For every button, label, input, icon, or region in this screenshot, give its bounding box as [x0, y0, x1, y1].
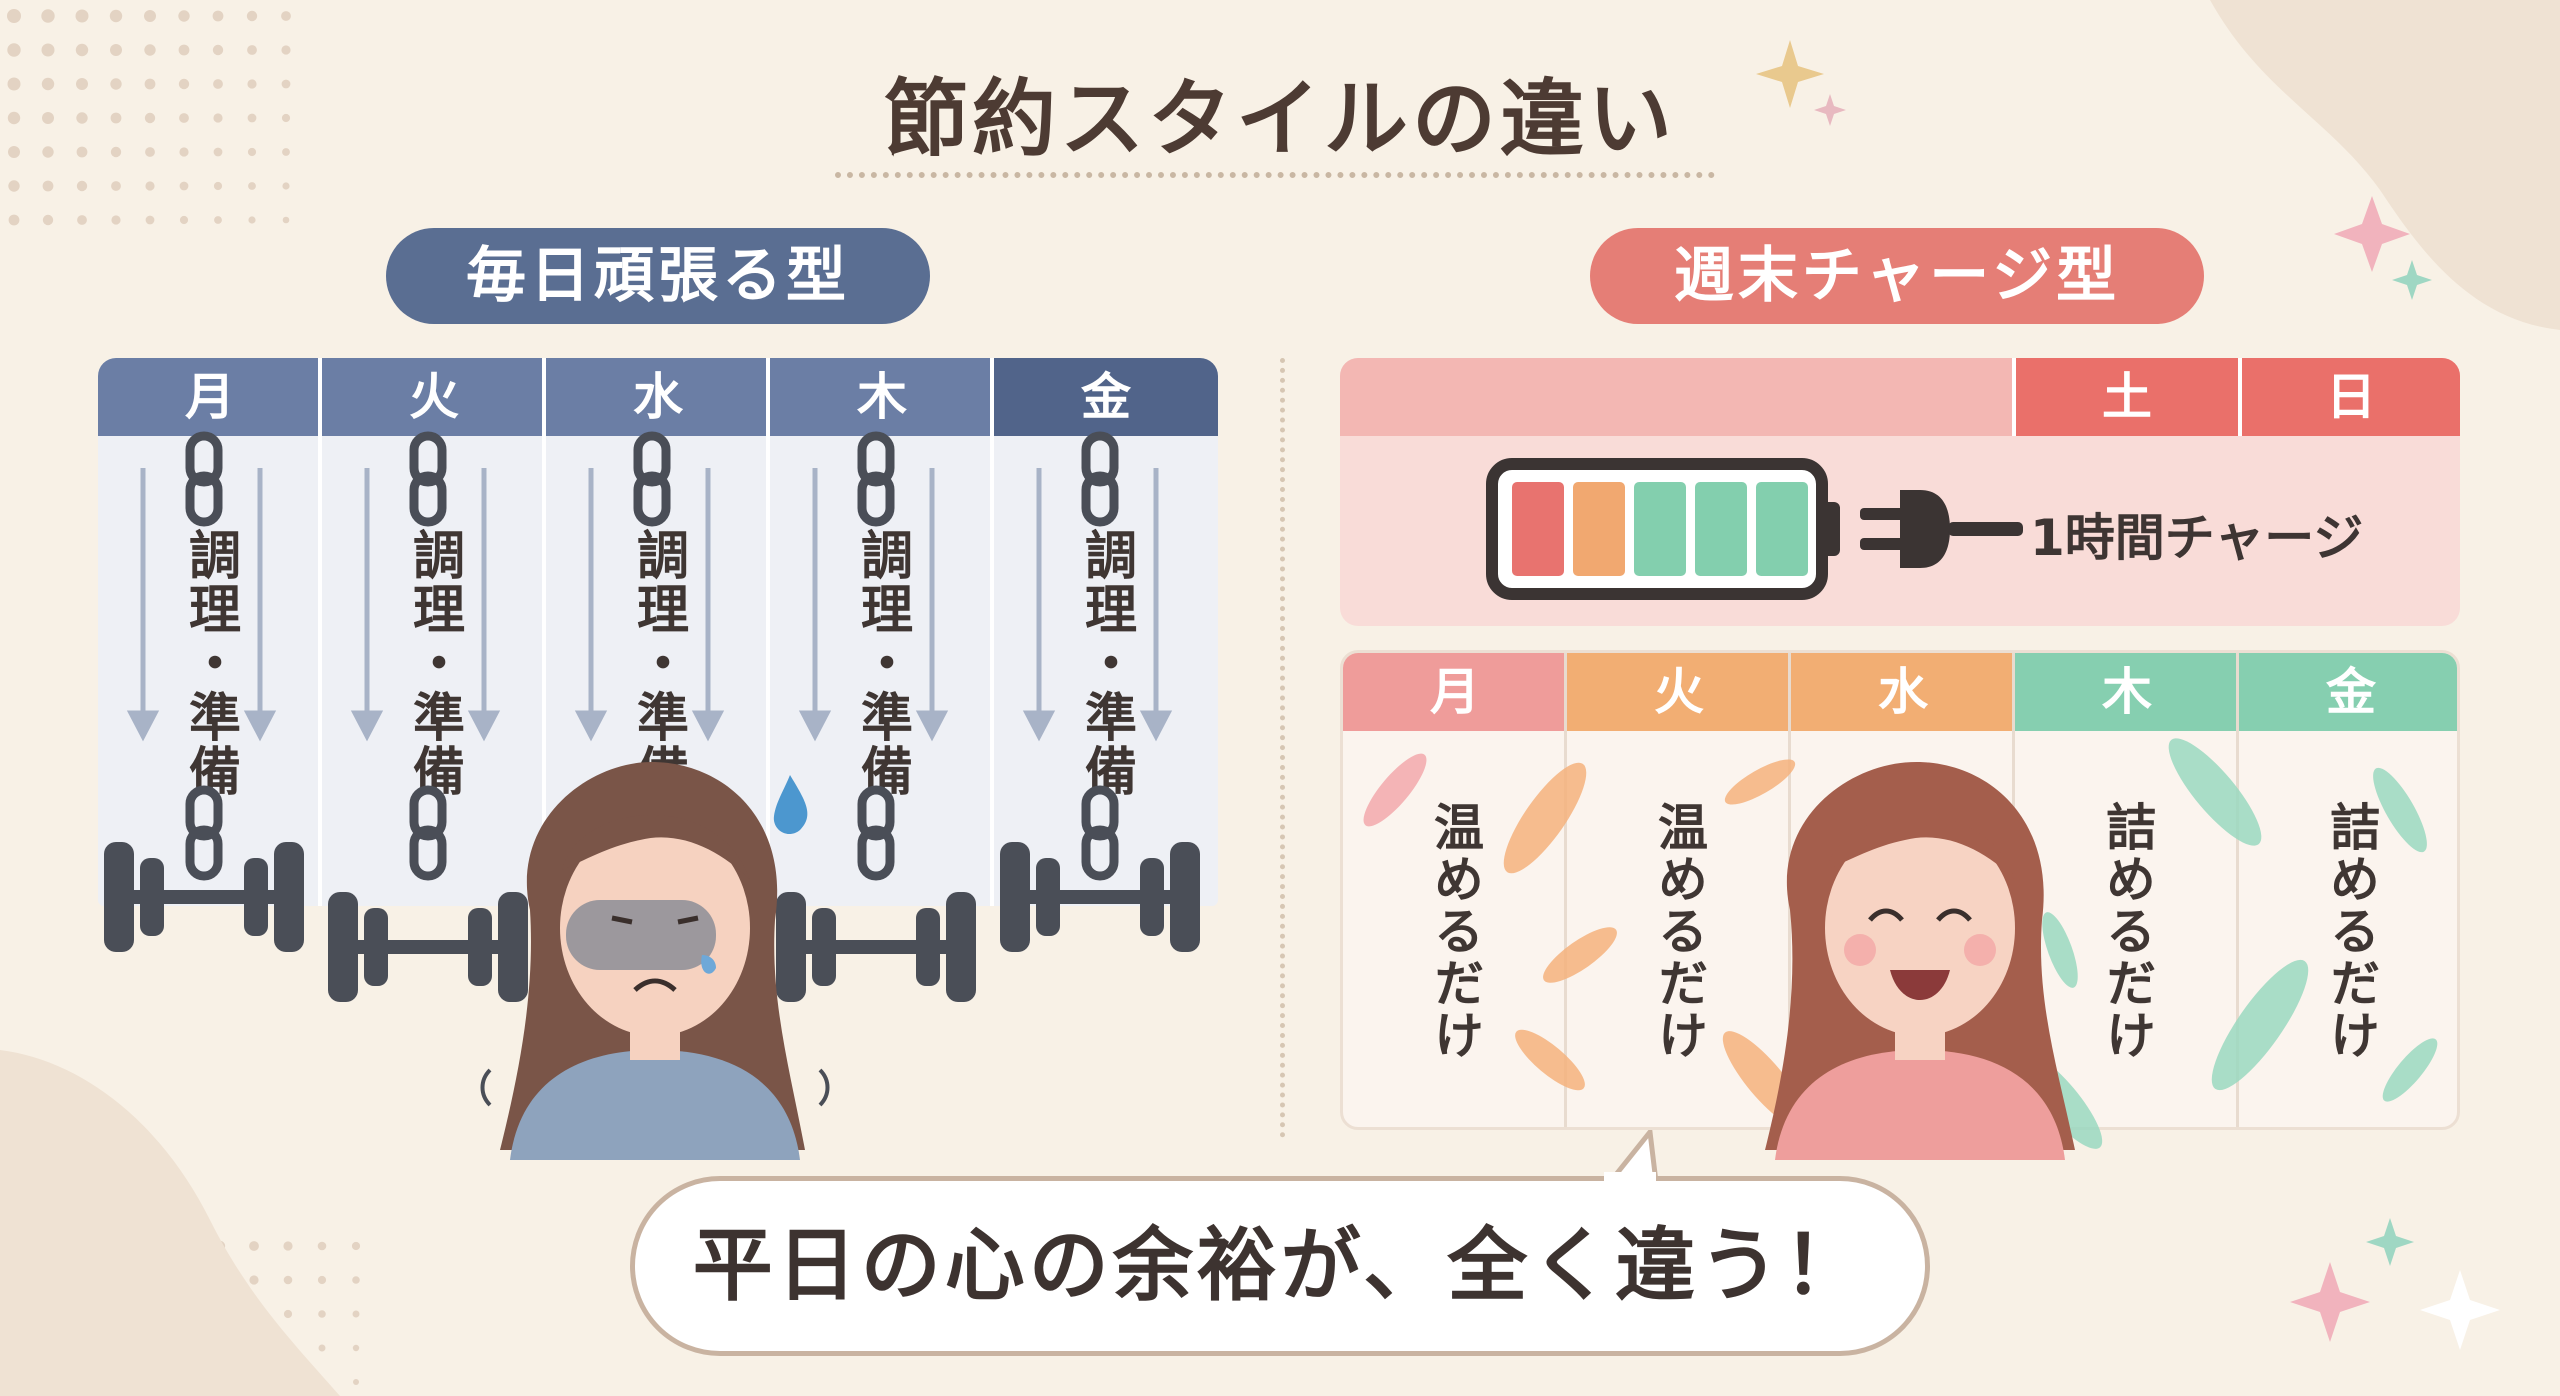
- sparkle-icon: [2392, 260, 2432, 300]
- page-title: 節約スタイルの違い: [883, 70, 1676, 168]
- happy-woman-illustration: [1765, 761, 2075, 1160]
- feather-icon: [2382, 1038, 2438, 1102]
- everyday-type-label: 毎日頑張る型: [386, 228, 930, 324]
- weekday-column: 月 温めるだけ: [1343, 653, 1567, 1127]
- chain-icon: [1081, 431, 1119, 881]
- sparkle-icon: [1756, 40, 1824, 108]
- feather-icon: [1503, 762, 1587, 874]
- day-header: 火: [322, 358, 546, 436]
- weekend-day-header: 日: [2242, 358, 2460, 436]
- task-label: 温めるだけ: [1650, 801, 1708, 1061]
- weekday-column: 水 調理・準備: [546, 358, 770, 906]
- blob-top-right: [2210, 0, 2560, 330]
- task-label: 詰めるだけ: [2098, 801, 2156, 1061]
- chain-icon: [633, 431, 671, 527]
- sparkle-icon: [2366, 1218, 2414, 1266]
- battery-cell: [1634, 482, 1686, 576]
- dot-pattern-top-left: [7, 9, 291, 226]
- sparkle-icon: [2420, 1270, 2500, 1350]
- feather-icon: [2373, 767, 2427, 853]
- day-header: 木: [2015, 653, 2239, 731]
- everyday-schedule-panel: 月 調理・準備 火 調理・準備 水 調理・準備 木 調理・準備 金 調理・準備: [98, 358, 1218, 906]
- dumbbell-icon: [104, 842, 304, 952]
- task-label: 調理・準備: [851, 528, 912, 798]
- caption-bubble: [630, 1176, 1930, 1356]
- task-label: 調理・準備: [179, 528, 240, 798]
- battery-cell: [1695, 482, 1747, 576]
- task-label: 詰めるだけ: [2322, 801, 2380, 1061]
- task-label: 温めるだけ: [1426, 801, 1484, 1061]
- plug-icon: [1860, 490, 2023, 568]
- title-underline: [835, 172, 1715, 178]
- day-header: 水: [1791, 653, 2015, 731]
- feather-icon: [1515, 1029, 1585, 1091]
- weekday-column: 金 詰めるだけ: [2239, 653, 2457, 1127]
- weekday-column: 木 調理・準備: [770, 358, 994, 906]
- dumbbell-icon: [328, 892, 528, 1002]
- weekday-column: 木 詰めるだけ: [2015, 653, 2239, 1127]
- battery-cell: [1512, 482, 1564, 576]
- task-label: 調理・準備: [627, 528, 688, 798]
- day-header: 月: [1343, 653, 1567, 731]
- weekday-column: 火 温めるだけ: [1567, 653, 1791, 1127]
- feather-icon: [1543, 927, 1617, 983]
- weekday-column: 火 調理・準備: [322, 358, 546, 906]
- weekday-column: 金 調理・準備: [994, 358, 1218, 906]
- day-header: 木: [770, 358, 994, 436]
- feather-icon: [1363, 753, 1427, 827]
- blob-bottom-left: [0, 1050, 340, 1396]
- battery-cell: [1756, 482, 1808, 576]
- worried-woman-illustration: [480, 761, 830, 1160]
- down-arrows: [126, 468, 1173, 742]
- weekend-charge-type-label: 週末チャージ型: [1590, 228, 2204, 324]
- day-header: 月: [98, 358, 322, 436]
- battery-charge-graphic: [1486, 458, 2023, 600]
- day-header: 水: [546, 358, 770, 436]
- feather-icon: [2042, 912, 2078, 988]
- dumbbell-icon: [776, 892, 976, 1002]
- sweat-drop-icon: [773, 775, 808, 835]
- sparkle-icon: [1814, 94, 1846, 126]
- feather-icon: [2168, 738, 2262, 846]
- sparkle-icon: [2334, 196, 2410, 272]
- caption-text: 平日の心の余裕が、全く違う！: [692, 1219, 1868, 1312]
- day-header: 金: [2239, 653, 2457, 731]
- charge-label: 1時間チャージ: [2030, 509, 2364, 567]
- dumbbell-icon: [1000, 842, 1200, 952]
- task-label: 調理・準備: [403, 528, 464, 798]
- day-header: 金: [994, 358, 1218, 436]
- weekend-day-header: 土: [2016, 358, 2238, 436]
- chain-icon: [185, 431, 223, 881]
- chain-icon: [857, 431, 895, 881]
- chain-icon: [409, 431, 447, 881]
- battery-icon: [1486, 458, 1840, 600]
- task-label: 調理・準備: [1075, 528, 1136, 798]
- divider: [1280, 358, 1285, 1138]
- feather-icon: [2211, 959, 2309, 1091]
- battery-cell: [1573, 482, 1625, 576]
- weekday-column: 月 調理・準備: [98, 358, 322, 906]
- day-header: 火: [1567, 653, 1791, 731]
- feather-icon: [1724, 759, 1796, 805]
- sparkle-icon: [2290, 1262, 2370, 1342]
